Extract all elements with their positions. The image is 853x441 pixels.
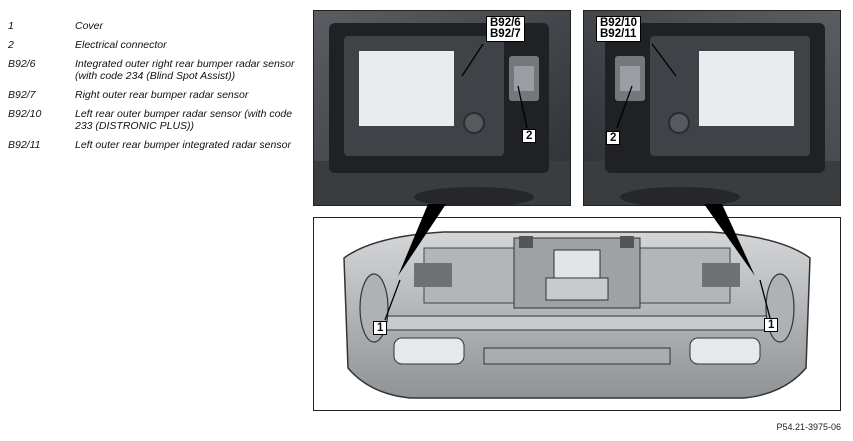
legend-desc: Left rear outer bumper radar sensor (wit… [75, 108, 293, 132]
legend-desc: Right outer rear bumper radar sensor [75, 89, 249, 101]
legend-item-b92-10: B92/10 Left rear outer bumper radar sens… [8, 108, 298, 132]
callout-connector-2-right: 2 [606, 131, 621, 145]
legend-item-b92-11: B92/11 Left outer rear bumper integrated… [8, 139, 298, 151]
callout-b92-10-b92-11: B92/10 B92/11 [596, 16, 642, 42]
legend: 1 Cover 2 Electrical connector B92/6 Int… [8, 20, 298, 158]
callout-line: B92/10 [600, 17, 638, 29]
zoom-pointer-right [704, 204, 755, 276]
callout-connector-2-left: 2 [522, 129, 537, 143]
photo-left-sensor [583, 10, 841, 206]
legend-item-connector: 2 Electrical connector [8, 39, 298, 51]
legend-key: B92/11 [8, 139, 41, 151]
legend-key: B92/10 [8, 108, 42, 120]
zoom-pointer-left [398, 204, 446, 276]
leader-b92-6 [461, 43, 484, 77]
leader-cover-right [759, 279, 771, 319]
legend-desc: Electrical connector [75, 39, 167, 51]
leader-cover-left [384, 279, 401, 321]
leader-connector-2-left [517, 85, 528, 129]
photo-right-sensor [313, 10, 571, 206]
callout-line: B92/6 [490, 17, 521, 29]
legend-desc: Integrated outer right rear bumper radar… [75, 58, 295, 82]
legend-item-b92-7: B92/7 Right outer rear bumper radar sens… [8, 89, 298, 101]
sensor-photo-image [314, 11, 570, 205]
callout-line: B92/7 [490, 28, 521, 40]
legend-key: B92/7 [8, 89, 36, 101]
legend-desc: Left outer rear bumper integrated radar … [75, 139, 291, 151]
callout-cover-1-left: 1 [373, 321, 388, 335]
callout-line: B92/11 [600, 28, 637, 40]
callout-cover-1-right: 1 [764, 318, 779, 332]
callout-b92-6-b92-7: B92/6 B92/7 [486, 16, 525, 42]
legend-item-b92-6: B92/6 Integrated outer right rear bumper… [8, 58, 298, 82]
figure-reference: P54.21-3975-06 [776, 422, 841, 432]
legend-key: 1 [8, 20, 14, 32]
bumper-illustration [313, 217, 841, 411]
leader-connector-2-right [616, 85, 633, 129]
rear-bumper-drawing [343, 231, 811, 399]
legend-key: 2 [8, 39, 14, 51]
sensor-photo-image [584, 11, 840, 205]
legend-key: B92/6 [8, 58, 36, 70]
legend-item-cover: 1 Cover [8, 20, 298, 32]
legend-desc: Cover [75, 20, 104, 32]
leader-b92-10 [651, 43, 677, 77]
